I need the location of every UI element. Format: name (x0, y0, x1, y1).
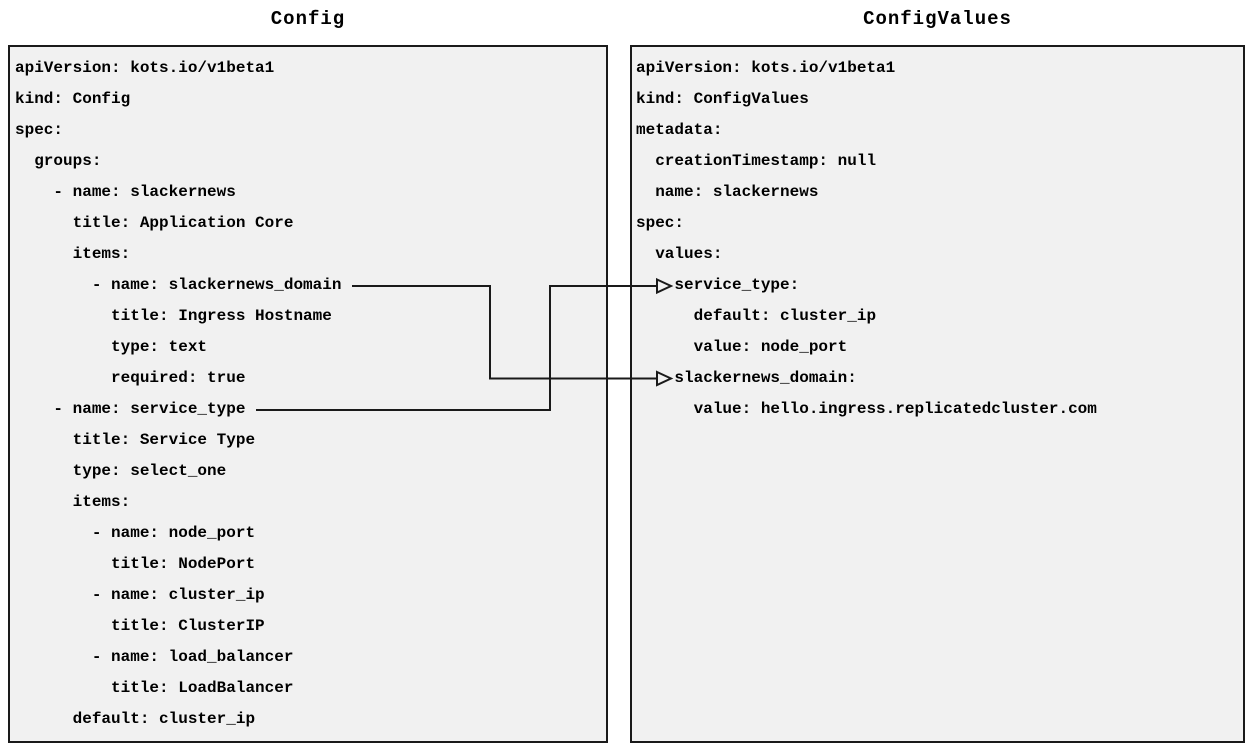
code-line: spec: (15, 121, 64, 139)
code-line: value: node_port (636, 338, 848, 356)
code-line: - name: node_port (15, 524, 256, 542)
configvalues-yaml-code: apiVersion: kots.io/v1beta1 kind: ConfigV… (636, 53, 1243, 425)
code-line: slackernews_domain: (636, 369, 857, 387)
code-line: title: LoadBalancer (15, 679, 294, 697)
config-yaml-box: apiVersion: kots.io/v1beta1 kind: Config s… (8, 45, 608, 743)
code-line: - name: slackernews (15, 183, 236, 201)
code-line: values: (636, 245, 723, 263)
configvalues-yaml-box: apiVersion: kots.io/v1beta1 kind: ConfigV… (630, 45, 1245, 743)
code-line: name: slackernews (636, 183, 819, 201)
configvalues-panel-title: ConfigValues (863, 8, 1012, 30)
code-line: service_type: (636, 276, 800, 294)
config-yaml-code: apiVersion: kots.io/v1beta1 kind: Config s… (15, 53, 606, 735)
code-line: apiVersion: kots.io/v1beta1 (636, 59, 896, 77)
code-line: creationTimestamp: null (636, 152, 877, 170)
code-line: value: hello.ingress.replicatedcluster.c… (636, 400, 1097, 418)
code-line: title: Application Core (15, 214, 294, 232)
code-line: groups: (15, 152, 102, 170)
code-line: metadata: (636, 121, 723, 139)
code-line: default: cluster_ip (15, 710, 256, 728)
code-line: title: ClusterIP (15, 617, 265, 635)
code-line: title: Ingress Hostname (15, 307, 332, 325)
code-line: title: Service Type (15, 431, 256, 449)
code-line: - name: load_balancer (15, 648, 294, 666)
code-line: required: true (15, 369, 246, 387)
code-line: spec: (636, 214, 685, 232)
config-panel-title: Config (270, 8, 346, 30)
code-line: - name: service_type (15, 400, 246, 418)
code-line: - name: cluster_ip (15, 586, 265, 604)
code-line: items: (15, 245, 131, 263)
code-line: type: select_one (15, 462, 227, 480)
code-line: items: (15, 493, 131, 511)
code-line: apiVersion: kots.io/v1beta1 (15, 59, 275, 77)
code-line: default: cluster_ip (636, 307, 877, 325)
code-line: type: text (15, 338, 208, 356)
code-line: title: NodePort (15, 555, 256, 573)
code-line: - name: slackernews_domain (15, 276, 342, 294)
code-line: kind: Config (15, 90, 131, 108)
code-line: kind: ConfigValues (636, 90, 809, 108)
